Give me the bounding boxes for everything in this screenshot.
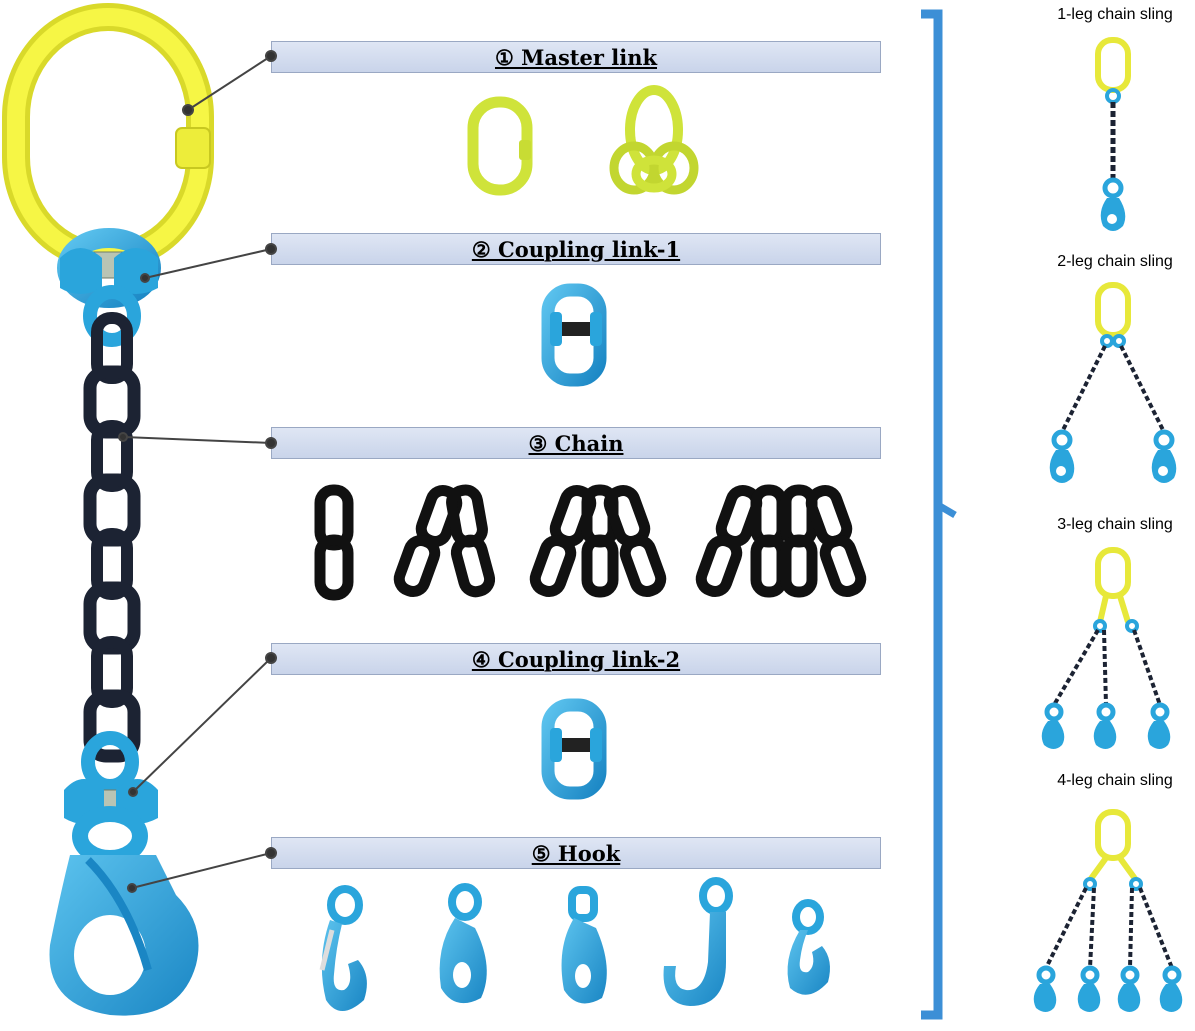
- label-bar-chain: ③ Chain: [271, 427, 881, 459]
- sling-1-leg: [1095, 37, 1131, 231]
- chain-products: [314, 484, 867, 601]
- label-bar-coupling-link-2: ④ Coupling link-2: [271, 643, 881, 675]
- sling-label-3-leg: 3-leg chain sling: [1057, 516, 1173, 533]
- label-chain: ③ Chain: [528, 430, 624, 456]
- sling-label-4-leg: 4-leg chain sling: [1057, 772, 1173, 789]
- sling-4-leg: [1033, 809, 1183, 1012]
- hook-product-2: [439, 883, 487, 1004]
- big-hook: [49, 855, 199, 1016]
- bracket: [921, 9, 957, 1020]
- label-coupling-link-2: ④ Coupling link-2: [471, 646, 681, 672]
- label-hook: ⑤ Hook: [531, 840, 621, 866]
- master-link-products: [467, 85, 699, 196]
- hook-products: [319, 877, 830, 1011]
- label-bar-hook: ⑤ Hook: [271, 837, 881, 869]
- hook-product-1: [319, 885, 367, 1011]
- leader-lines: [118, 50, 277, 893]
- sling-label-2-leg: 2-leg chain sling: [1057, 253, 1173, 270]
- hook-product-3: [561, 886, 607, 1004]
- sling-2-leg: [1049, 282, 1177, 483]
- hook-product-4: [663, 877, 733, 1006]
- big-master-link: [2, 3, 214, 271]
- big-chain: [83, 312, 141, 763]
- label-coupling-link-1: ② Coupling link-1: [471, 236, 681, 262]
- sling-3-leg: [1041, 547, 1171, 749]
- label-bar-master-link: ① Master link: [271, 41, 881, 73]
- big-coupling-link-1: [57, 228, 161, 347]
- coupling-link-1-product: [541, 283, 607, 387]
- coupling-link-2-product: [541, 698, 607, 800]
- hook-product-5: [787, 899, 830, 995]
- label-bar-coupling-link-1: ② Coupling link-1: [271, 233, 881, 265]
- sling-label-1-leg: 1-leg chain sling: [1057, 6, 1173, 23]
- label-master-link: ① Master link: [494, 44, 658, 70]
